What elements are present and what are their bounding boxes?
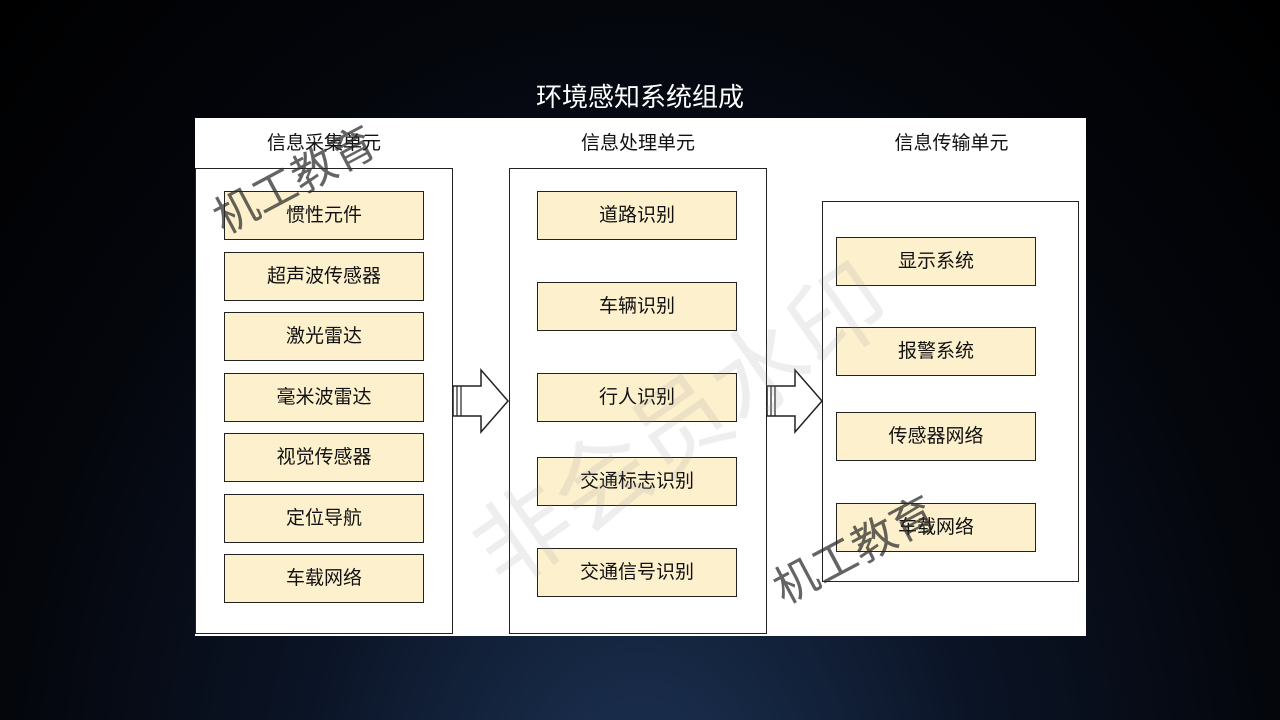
- item-alarm-system: 报警系统: [836, 327, 1036, 376]
- item-ultrasonic: 超声波传感器: [224, 252, 424, 301]
- flow-arrow-icon: [452, 368, 509, 434]
- item-display-system: 显示系统: [836, 237, 1036, 286]
- item-pedestrian-recognition: 行人识别: [537, 373, 737, 422]
- item-road-recognition: 道路识别: [537, 191, 737, 240]
- item-vehicle-recognition: 车辆识别: [537, 282, 737, 331]
- item-vehicle-network: 车载网络: [224, 554, 424, 603]
- item-lidar: 激光雷达: [224, 312, 424, 361]
- item-mmwave-radar: 毫米波雷达: [224, 373, 424, 422]
- slide-title: 环境感知系统组成: [535, 83, 744, 113]
- flow-arrow-icon: [766, 368, 823, 434]
- diagram-panel: 信息采集单元 惯性元件 超声波传感器 激光雷达 毫米波雷达 视觉传感器 定位导航…: [195, 118, 1086, 636]
- item-vision-sensor: 视觉传感器: [224, 433, 424, 482]
- item-vehicle-network-2: 车载网络: [836, 503, 1036, 552]
- column-title-transmission: 信息传输单元: [894, 132, 1009, 154]
- item-sensor-network: 传感器网络: [836, 412, 1036, 461]
- item-positioning: 定位导航: [224, 494, 424, 543]
- column-title-processing: 信息处理单元: [580, 132, 695, 154]
- column-title-collection: 信息采集单元: [266, 132, 381, 154]
- item-traffic-signal-recognition: 交通信号识别: [537, 548, 737, 597]
- item-traffic-sign-recognition: 交通标志识别: [537, 457, 737, 506]
- item-inertial: 惯性元件: [224, 191, 424, 240]
